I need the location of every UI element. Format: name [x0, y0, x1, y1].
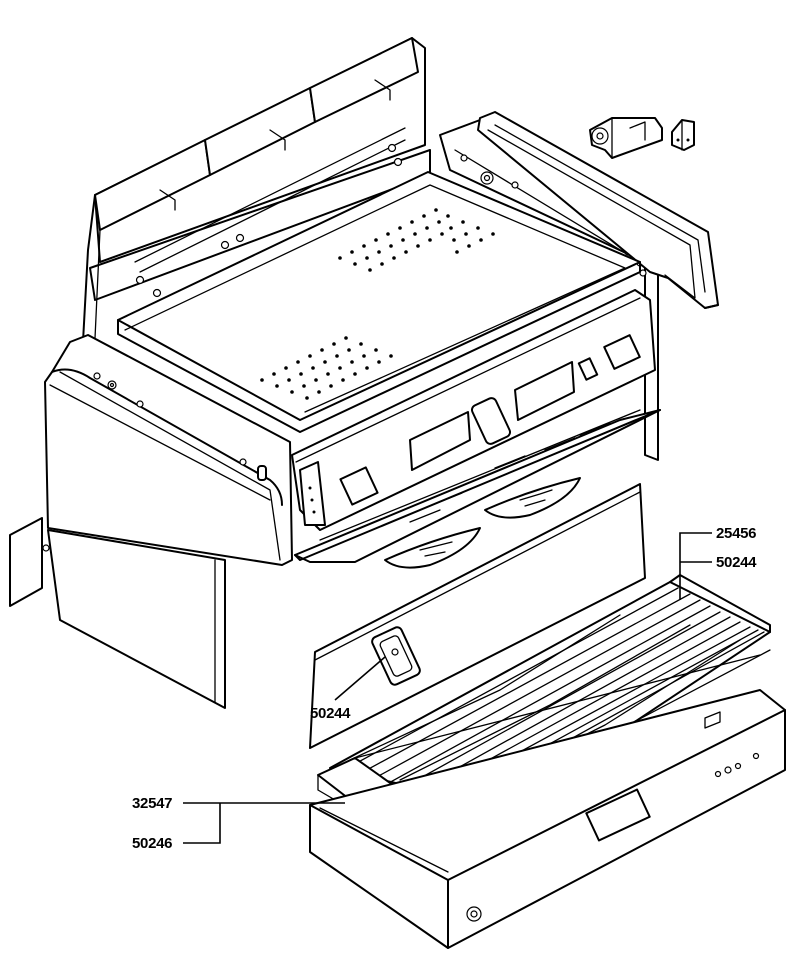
right-square-button: [603, 334, 641, 370]
back-panel: [81, 37, 431, 361]
callout-50244-top: 50244: [716, 554, 757, 571]
base-housing: [309, 689, 786, 949]
display-window-right: [514, 361, 575, 421]
rocker-switch: [379, 635, 413, 677]
control-panel: [291, 289, 656, 531]
heater-tray: [294, 409, 661, 563]
front-panel: [309, 483, 646, 749]
left-end-cap: [44, 334, 293, 566]
perforated-tray: [117, 171, 641, 433]
small-indicator: [577, 357, 599, 381]
callout-25456: 25456: [716, 525, 756, 542]
hinge-clip: [671, 119, 695, 151]
perforations-front: [260, 336, 393, 400]
callout-50244-switch: 50244: [310, 705, 351, 722]
callout-50246: 50246: [132, 835, 172, 852]
heat-lamp-right: [484, 477, 581, 519]
base-label-plate: [585, 788, 651, 842]
center-button: [470, 397, 512, 445]
hinged-lid: [477, 111, 719, 309]
heat-lamp-left: [384, 527, 481, 569]
leader-lines: [183, 532, 712, 844]
perforations-back: [338, 208, 495, 272]
callout-32547: 32547: [132, 795, 172, 812]
left-square-button: [339, 466, 379, 506]
left-side-panel: [9, 517, 226, 709]
display-window-left: [409, 411, 471, 471]
hinge-bracket: [589, 117, 663, 159]
